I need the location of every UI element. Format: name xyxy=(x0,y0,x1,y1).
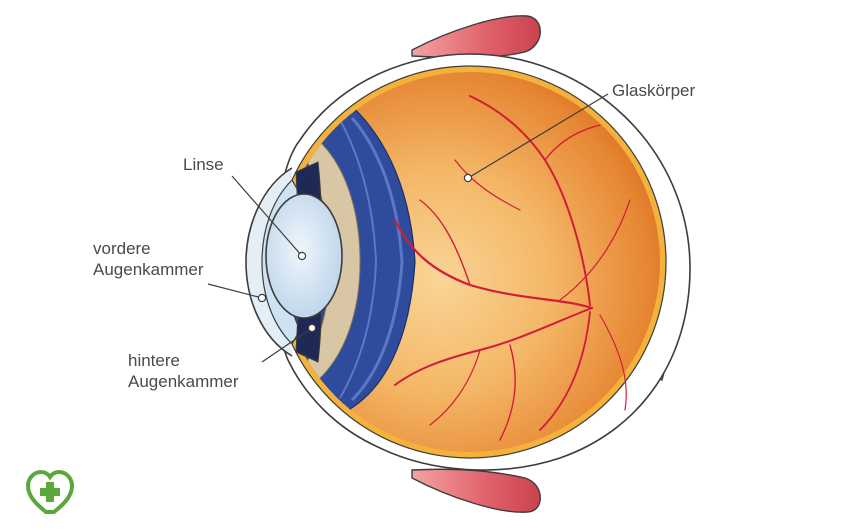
label-hintere-augenkammer: hintere Augenkammer xyxy=(128,350,239,392)
leader-vordere xyxy=(207,283,263,299)
label-glaskoerper: Glaskörper xyxy=(612,80,695,101)
leader-linse xyxy=(231,175,303,257)
label-vordere-augenkammer: vordere Augenkammer xyxy=(93,238,204,280)
leader-glaskoerper xyxy=(467,93,609,179)
label-vordere-line1: vordere xyxy=(93,239,151,258)
label-linse-text: Linse xyxy=(183,155,224,174)
label-hintere-line2: Augenkammer xyxy=(128,372,239,391)
heart-cross-icon xyxy=(25,469,75,514)
label-glaskoerper-text: Glaskörper xyxy=(612,81,696,100)
retinal-vessels xyxy=(393,95,631,441)
label-hintere-line1: hintere xyxy=(128,351,180,370)
label-vordere-line2: Augenkammer xyxy=(93,260,204,279)
lower-eye-muscle xyxy=(411,468,541,513)
label-linse: Linse xyxy=(183,154,224,175)
leader-hintere xyxy=(261,327,313,363)
upper-eye-muscle xyxy=(411,15,541,59)
